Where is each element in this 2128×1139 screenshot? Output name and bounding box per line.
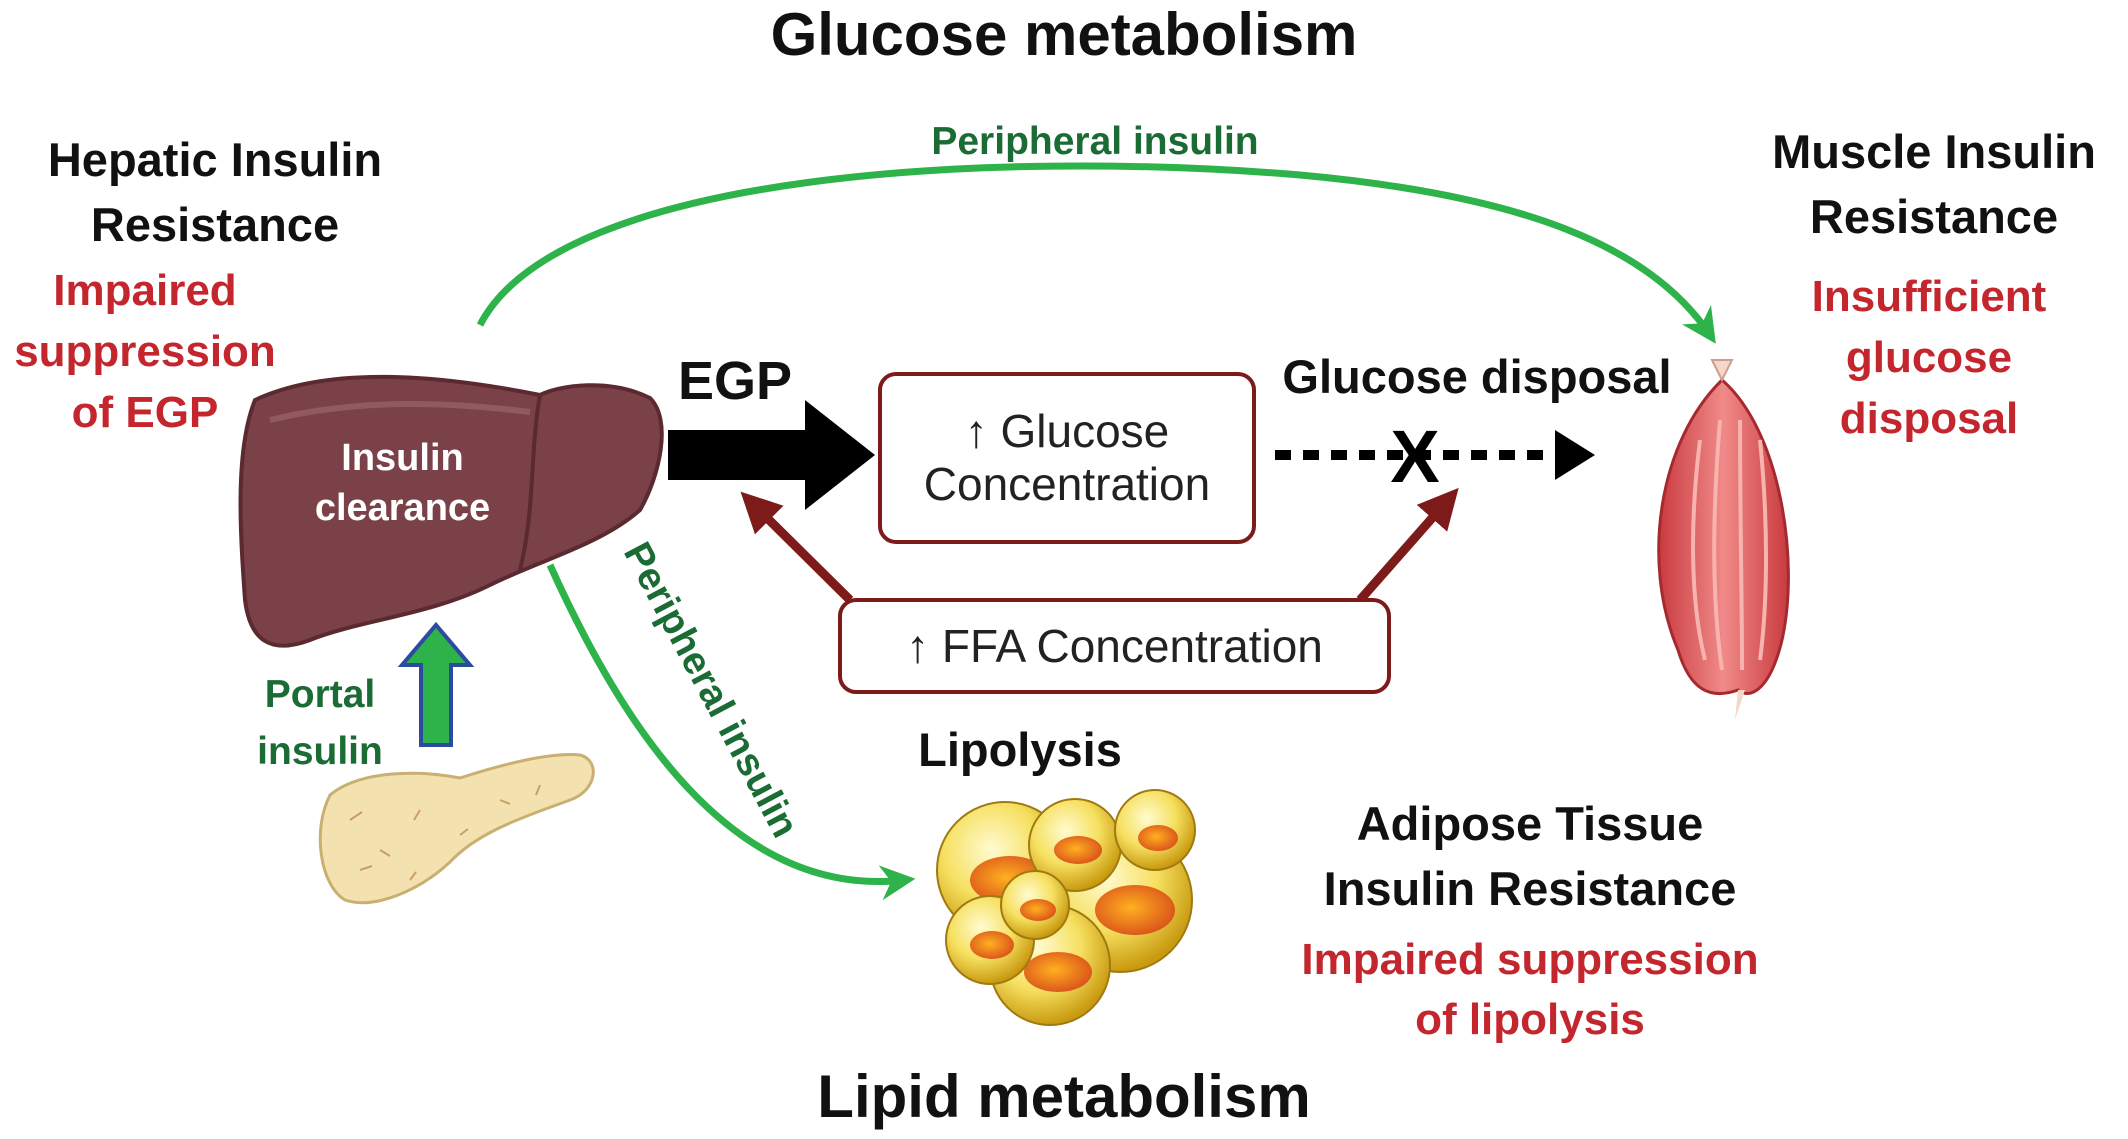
muscle-heading-line1: Muscle Insulin bbox=[1772, 125, 2096, 178]
hepatic-heading-line1: Hepatic Insulin bbox=[47, 133, 383, 186]
glucose-concentration-box: ↑ Glucose Concentration bbox=[878, 372, 1256, 544]
glucose-box-line2: Concentration bbox=[923, 458, 1211, 510]
portal-insulin-line1: Portal bbox=[264, 673, 376, 716]
lipolysis-label: Lipolysis bbox=[918, 723, 1122, 776]
hepatic-heading-line2: Resistance bbox=[90, 198, 340, 251]
liver-inner-line1: Insulin bbox=[341, 437, 464, 479]
hepatic-effect-line3: of EGP bbox=[71, 388, 219, 437]
muscle-effect-line1: Insufficient bbox=[1811, 272, 2047, 321]
liver-illustration bbox=[238, 374, 664, 648]
glucose-box-line1: ↑ Glucose bbox=[964, 405, 1170, 458]
muscle-heading-line2: Resistance bbox=[1809, 190, 2059, 243]
blocked-x-mark: X bbox=[1390, 415, 1440, 498]
adipose-effect-line2: of lipolysis bbox=[1415, 995, 1645, 1044]
peripheral-insulin-top-label: Peripheral insulin bbox=[931, 120, 1259, 163]
ffa-concentration-box: ↑ FFA Concentration bbox=[838, 598, 1391, 694]
title-glucose-metabolism: Glucose metabolism bbox=[770, 1, 1358, 68]
muscle-effect-line2: glucose bbox=[1845, 333, 2013, 382]
hepatic-effect-line2: suppression bbox=[14, 327, 276, 376]
hepatic-effect-line1: Impaired bbox=[53, 266, 237, 315]
adipose-heading-line1: Adipose Tissue bbox=[1356, 797, 1704, 850]
ffa-to-disposal-arrow bbox=[1356, 487, 1459, 603]
portal-insulin-arrow bbox=[397, 621, 475, 747]
peripheral-insulin-top-arrow bbox=[476, 162, 1716, 344]
muscle-effect-line3: disposal bbox=[1839, 394, 2019, 443]
adipose-effect-line1: Impaired suppression bbox=[1301, 935, 1759, 984]
ffa-to-egp-arrow bbox=[740, 491, 854, 604]
adipose-cells-illustration bbox=[936, 789, 1196, 1026]
pancreas-illustration bbox=[318, 753, 595, 905]
peripheral-insulin-diagonal-arrow bbox=[546, 563, 916, 901]
title-lipid-metabolism: Lipid metabolism bbox=[817, 1063, 1311, 1130]
muscle-illustration bbox=[1657, 359, 1790, 720]
egp-label: EGP bbox=[677, 351, 793, 411]
portal-insulin-line2: insulin bbox=[257, 730, 383, 773]
glucose-disposal-label: Glucose disposal bbox=[1282, 350, 1672, 403]
glucose-disposal-arrow-head bbox=[1555, 430, 1595, 480]
egp-arrow bbox=[668, 400, 875, 510]
adipose-heading-line2: Insulin Resistance bbox=[1323, 862, 1737, 915]
liver-inner-line2: clearance bbox=[314, 487, 491, 529]
